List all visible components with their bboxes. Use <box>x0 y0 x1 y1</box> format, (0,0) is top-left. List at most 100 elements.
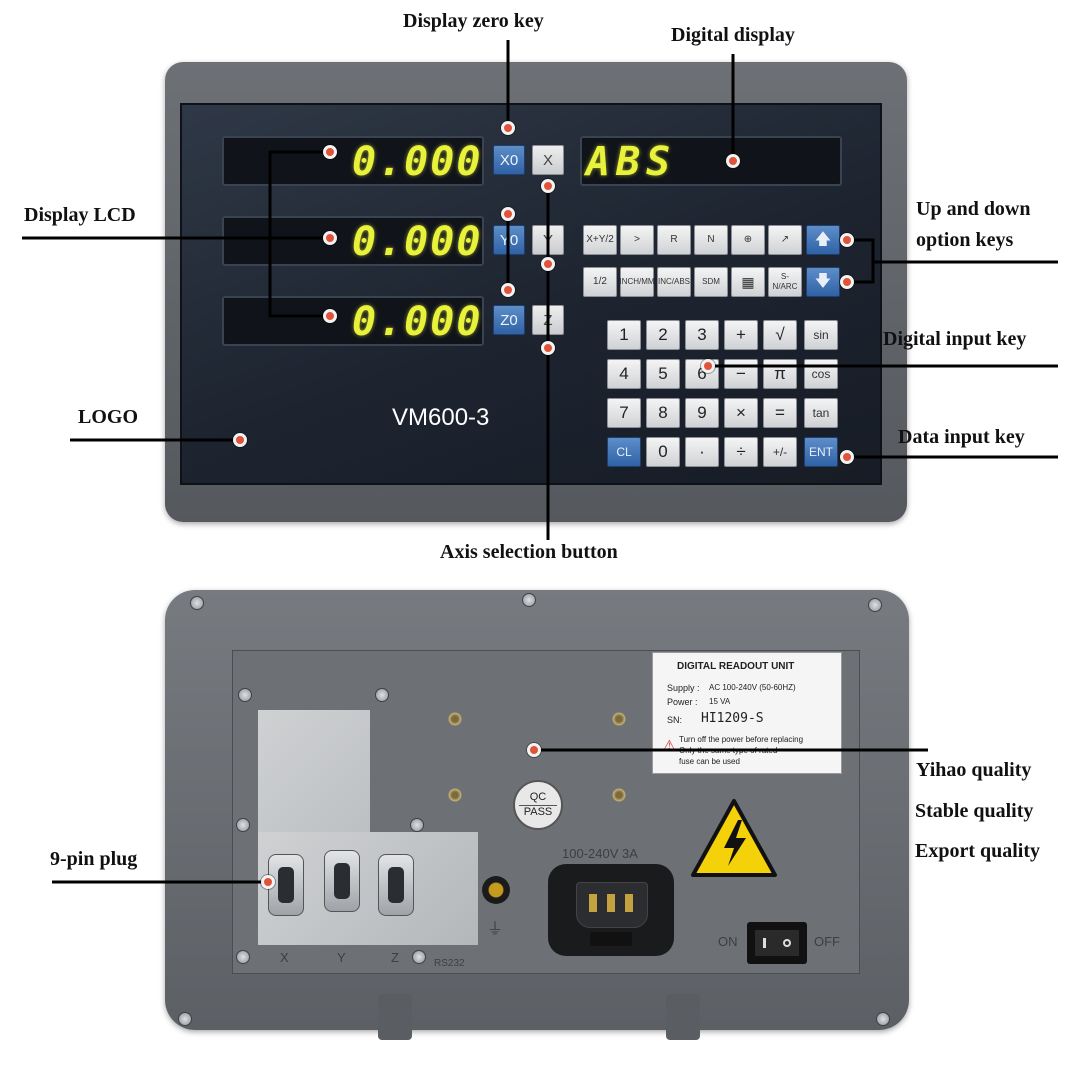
readout-y: 0.000 <box>352 219 483 265</box>
label-display-zero-key: Display zero key <box>403 10 544 32</box>
key-tan[interactable]: tan <box>804 398 838 428</box>
callout-dot <box>323 309 337 323</box>
warning-line-1: Turn off the power before replacing <box>679 735 804 744</box>
mount-hole <box>612 788 626 802</box>
key-plus[interactable]: + <box>724 320 758 350</box>
key-2[interactable]: 2 <box>646 320 680 350</box>
mount-hole <box>612 712 626 726</box>
label-digital-display: Digital display <box>671 24 795 46</box>
key-divide[interactable]: ÷ <box>724 437 758 467</box>
warning-line-3: fuse can be used <box>679 757 740 766</box>
db9-port-x[interactable] <box>268 854 304 916</box>
callout-dot <box>323 231 337 245</box>
key-plus-minus[interactable]: +/- <box>763 437 797 467</box>
calculator-key[interactable]: ▦ <box>731 267 765 297</box>
callout-dot <box>501 283 515 297</box>
key-8[interactable]: 8 <box>646 398 680 428</box>
callout-dot <box>527 743 541 757</box>
axis-select-x[interactable]: X <box>532 145 564 175</box>
high-voltage-icon <box>691 799 777 877</box>
key-5[interactable]: 5 <box>646 359 680 389</box>
radius-key[interactable]: R <box>657 225 691 255</box>
key-clear[interactable]: CL <box>607 437 641 467</box>
rs232-label: RS232 <box>434 958 465 969</box>
panel-screw <box>238 688 252 702</box>
sn-arc-key[interactable]: S-N/ARC <box>768 267 802 297</box>
readout-x: 0.000 <box>352 139 483 185</box>
key-pi[interactable]: π <box>763 359 797 389</box>
key-3[interactable]: 3 <box>685 320 719 350</box>
label-up-down-option-keys: Up and down option keys <box>916 198 1031 251</box>
callout-dot <box>840 233 854 247</box>
shell-screw <box>178 1012 192 1026</box>
key-sin[interactable]: sin <box>804 320 838 350</box>
power-inlet[interactable] <box>548 864 674 956</box>
shell-screw <box>190 596 204 610</box>
key-multiply[interactable]: × <box>724 398 758 428</box>
callout-dot <box>233 433 247 447</box>
shell-screw <box>868 598 882 612</box>
db9-port-y[interactable] <box>324 850 360 912</box>
inch-mm-key[interactable]: INCH/MM <box>619 267 655 297</box>
zero-key-x[interactable]: X0 <box>493 145 525 175</box>
label-digital-input-key: Digital input key <box>883 328 1027 350</box>
callout-dot <box>541 257 555 271</box>
ground-icon: ⏚ <box>487 921 504 938</box>
callout-dot <box>323 145 337 159</box>
shell-screw <box>876 1012 890 1026</box>
supply-label: Supply : <box>667 683 700 693</box>
label-axis-selection-button: Axis selection button <box>440 541 618 563</box>
center-find-key[interactable]: X+Y/2 <box>583 225 617 255</box>
qc-pass-sticker: QC PASS <box>513 780 563 830</box>
sdm-key[interactable]: SDM <box>694 267 728 297</box>
down-option-key[interactable]: 🡇 <box>806 267 840 297</box>
shell-screw <box>522 593 536 607</box>
mode-display-text: ABS <box>586 139 677 185</box>
pcd-key[interactable]: ⊕ <box>731 225 765 255</box>
inc-abs-key[interactable]: INC/ABS <box>657 267 691 297</box>
supply-value: AC 100-240V (50-60HZ) <box>709 683 796 692</box>
key-equals[interactable]: = <box>763 398 797 428</box>
port-label-x: X <box>280 950 289 965</box>
key-0[interactable]: 0 <box>646 437 680 467</box>
up-option-key[interactable]: 🡅 <box>806 225 840 255</box>
panel-screw <box>236 818 250 832</box>
key-decimal[interactable]: · <box>685 437 719 467</box>
key-enter[interactable]: ENT <box>804 437 838 467</box>
zero-key-z[interactable]: Z0 <box>493 305 525 335</box>
label-display-lcd: Display LCD <box>24 204 136 226</box>
function-key-2[interactable]: > <box>620 225 654 255</box>
key-cos[interactable]: cos <box>804 359 838 389</box>
callout-dot <box>701 359 715 373</box>
key-9[interactable]: 9 <box>685 398 719 428</box>
digital-display: ABS <box>580 136 842 186</box>
callout-dot <box>726 154 740 168</box>
key-1[interactable]: 1 <box>607 320 641 350</box>
db9-port-z[interactable] <box>378 854 414 916</box>
readout-z: 0.000 <box>352 299 483 345</box>
sticker-title: DIGITAL READOUT UNIT <box>677 661 795 672</box>
label-9-pin-plug: 9-pin plug <box>50 848 138 870</box>
function-key-4[interactable]: N <box>694 225 728 255</box>
power-label: Power : <box>667 697 698 707</box>
label-data-input-key: Data input key <box>898 426 1025 448</box>
key-7[interactable]: 7 <box>607 398 641 428</box>
key-sqrt[interactable]: √ <box>763 320 797 350</box>
qc-pass-text: PASS <box>519 805 557 818</box>
key-minus[interactable]: − <box>724 359 758 389</box>
ground-terminal[interactable] <box>482 876 510 904</box>
port-label-y: Y <box>337 950 346 965</box>
half-key[interactable]: 1/2 <box>583 267 617 297</box>
sn-value: HI1209-S <box>701 711 764 726</box>
label-logo: LOGO <box>78 406 139 428</box>
key-4[interactable]: 4 <box>607 359 641 389</box>
panel-screw <box>410 818 424 832</box>
stand-foot <box>666 994 700 1040</box>
sn-label: SN: <box>667 715 683 725</box>
power-switch[interactable] <box>747 922 807 964</box>
line-hole-key[interactable]: ↗ <box>768 225 802 255</box>
voltage-mark: 100-240V 3A <box>562 846 638 861</box>
qc-text: QC <box>529 791 547 803</box>
label-yihao-quality: Yihao quality <box>916 759 1032 781</box>
